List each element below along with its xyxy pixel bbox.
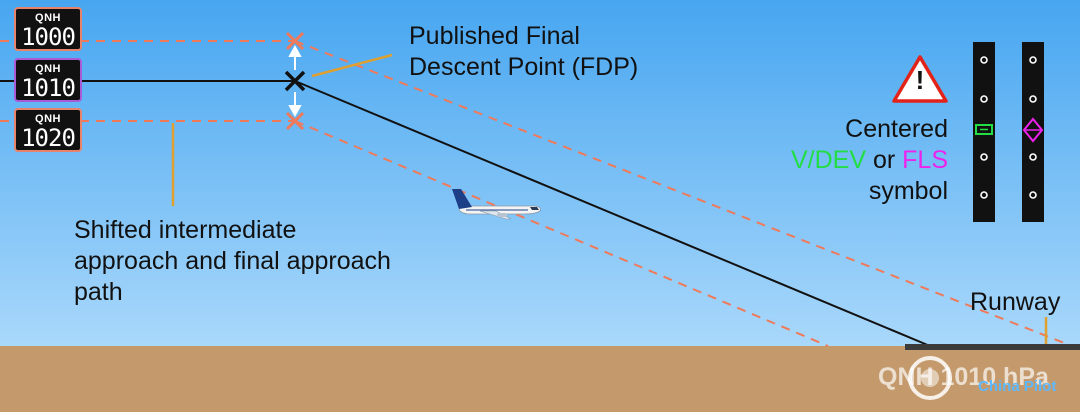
vdev-text: V/DEV <box>790 146 867 174</box>
fls-symbol <box>1022 117 1044 143</box>
fdp-label: Published Final Descent Point (FDP) <box>409 21 638 83</box>
shifted-path-high-slope <box>294 40 1073 347</box>
shifted-label-line-1: Shifted intermediate <box>74 216 297 244</box>
qnh-value: 1020 <box>21 124 76 152</box>
sky <box>0 0 1080 346</box>
shifted-label-line-2: approach and final approach <box>74 247 391 275</box>
fdp-cross-nominal <box>284 70 306 92</box>
warning-mark: ! <box>915 65 925 95</box>
qnh-box-1020: QNH 1020 <box>14 108 82 152</box>
or-text: or <box>866 146 903 174</box>
qnh-title: QNH <box>35 12 61 24</box>
fdp-label-line-2: Descent Point (FDP) <box>409 53 639 81</box>
fdp-cross-high <box>285 31 305 51</box>
shifted-label-line-3: path <box>74 278 123 306</box>
qnh-box-1010: QNH 1010 <box>14 58 82 102</box>
vdev-symbol <box>975 124 993 135</box>
centered-label-line-2: V/DEV or FLS <box>780 145 948 176</box>
shifted-path-low-slope <box>294 120 829 347</box>
qnh-title: QNH <box>35 63 61 75</box>
fls-text: FLS <box>902 146 948 174</box>
shifted-path-label: Shifted intermediate approach and final … <box>74 215 391 308</box>
qnh-value: 1010 <box>21 74 76 102</box>
watermark-text: QNH 1010 hPa <box>878 363 1049 391</box>
qnh-title: QNH <box>35 113 61 125</box>
centered-symbol-label: Centered V/DEV or FLS symbol <box>780 114 948 207</box>
runway <box>905 344 1080 350</box>
warning-icon <box>892 55 948 103</box>
qnh-box-1000: QNH 1000 <box>14 7 82 51</box>
nominal-path-slope <box>294 80 931 347</box>
fls-scale <box>1022 42 1044 222</box>
fdp-shift-arrows <box>288 44 302 118</box>
fdp-label-line-1: Published Final <box>409 22 580 50</box>
aircraft-icon <box>452 189 541 220</box>
brand-logo-icon <box>908 356 952 400</box>
fdp-cross-low <box>285 111 305 131</box>
runway-label: Runway <box>970 288 1061 316</box>
qnh-value: 1000 <box>21 23 76 51</box>
fdp-leader-line <box>311 53 393 78</box>
watermark-brand: China Pilot <box>978 378 1057 395</box>
centered-label-line-3: symbol <box>868 177 948 205</box>
centered-label-line-1: Centered <box>845 115 948 143</box>
leader-lines <box>171 53 1048 344</box>
ground <box>0 346 1080 412</box>
vdev-scale <box>973 42 995 222</box>
